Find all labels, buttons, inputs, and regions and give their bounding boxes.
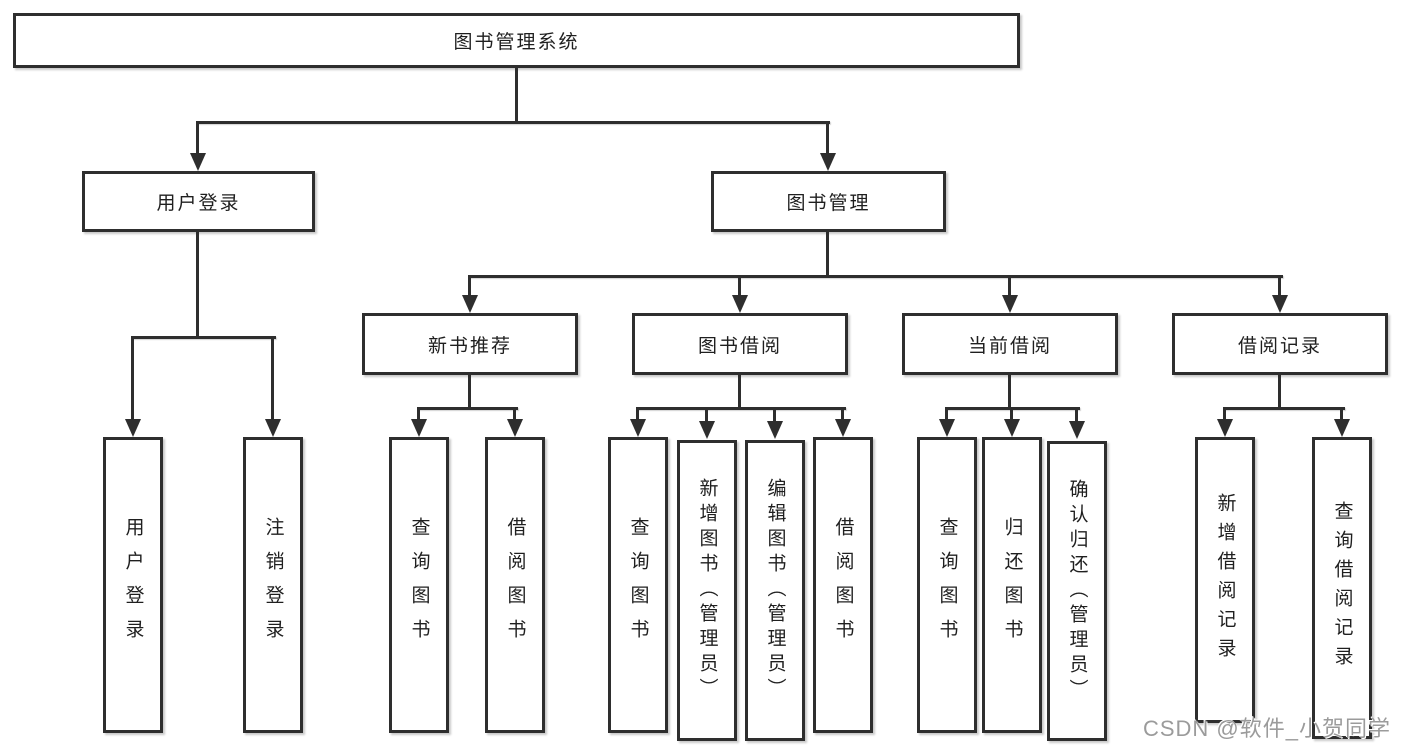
connector-line [1008,375,1011,410]
connector-line [636,407,846,410]
node-label: 用户登录 [122,517,144,653]
node-book-management: 图书管理 [711,171,946,232]
node-label: 新增借阅记录 [1214,493,1236,667]
connector-line [945,407,948,423]
arrow-down-icon [411,419,427,437]
arrow-down-icon [507,419,523,437]
arrow-down-icon [820,153,836,171]
node-new-book-recommend: 新书推荐 [362,313,578,375]
arrow-down-icon [1004,419,1020,437]
arrow-down-icon [1272,295,1288,313]
connector-line [1075,407,1078,423]
leaf-user-login: 用户登录 [103,437,163,733]
connector-line [417,407,518,410]
leaf-borrow-books-recommend: 借阅图书 [485,437,545,733]
connector-line [131,336,134,422]
connector-line [196,121,830,124]
connector-line [196,232,199,339]
node-user-login: 用户登录 [82,171,315,232]
node-label: 注销登录 [262,517,284,653]
connector-line [826,121,829,157]
arrow-down-icon [462,295,478,313]
connector-line [826,232,829,278]
connector-line [1278,275,1281,299]
connector-line [1278,375,1281,410]
node-label: 图书借阅 [697,335,782,357]
leaf-add-borrow-record: 新增借阅记录 [1195,437,1255,723]
arrow-down-icon [190,153,206,171]
node-label: 借阅图书 [504,517,526,653]
connector-line [705,407,708,423]
leaf-query-books-current: 查询图书 [917,437,977,733]
csdn-watermark: CSDN @软件_小贺同学 [1142,716,1391,741]
connector-line [468,275,1283,278]
leaf-query-books-borrowing: 查询图书 [608,437,668,733]
arrow-down-icon [699,421,715,439]
node-label: 图书管理系统 [453,32,580,53]
leaf-confirm-return-admin: 确认归还（管理员） [1047,441,1107,741]
arrow-down-icon [1217,419,1233,437]
connector-line [841,407,844,423]
node-label: 新增图书（管理员） [696,478,718,703]
leaf-add-books-admin: 新增图书（管理员） [677,440,737,741]
arrow-down-icon [732,295,748,313]
connector-line [636,407,639,423]
node-label: 用户登录 [156,193,241,214]
connector-line [271,336,274,422]
connector-line [1010,407,1013,423]
connector-line [1223,407,1226,423]
arrow-down-icon [265,419,281,437]
leaf-return-books: 归还图书 [982,437,1042,733]
node-label: 查询图书 [408,517,430,653]
arrow-down-icon [1334,419,1350,437]
node-label: 借阅记录 [1237,335,1322,357]
arrow-down-icon [1002,295,1018,313]
connector-line [1340,407,1343,423]
node-label: 图书管理 [786,193,871,214]
connector-line [1223,407,1345,410]
leaf-query-books-recommend: 查询图书 [389,437,449,733]
node-borrowing-records: 借阅记录 [1172,313,1388,375]
leaf-logout: 注销登录 [243,437,303,733]
node-label: 确认归还（管理员） [1066,478,1088,704]
node-current-borrowing: 当前借阅 [902,313,1118,375]
node-label: 查询图书 [627,517,649,653]
connector-line [513,407,516,423]
node-label: 归还图书 [1001,517,1023,653]
connector-line [1008,275,1011,299]
node-label: 编辑图书（管理员） [764,478,786,703]
connector-line [417,407,420,423]
arrow-down-icon [630,419,646,437]
connector-line [196,121,199,157]
arrow-down-icon [835,419,851,437]
node-label: 查询图书 [936,517,958,653]
leaf-edit-books-admin: 编辑图书（管理员） [745,440,805,741]
arrow-down-icon [125,419,141,437]
connector-line [515,68,518,124]
node-label: 借阅图书 [832,517,854,653]
leaf-borrow-books-borrowing: 借阅图书 [813,437,873,733]
connector-line [468,375,471,410]
connector-line [468,275,471,299]
node-label: 当前借阅 [967,335,1052,357]
connector-line [738,275,741,299]
arrow-down-icon [939,419,955,437]
node-label: 查询借阅记录 [1331,501,1353,675]
leaf-query-borrow-record: 查询借阅记录 [1312,437,1372,739]
connector-line [738,375,741,410]
arrow-down-icon [767,421,783,439]
node-book-borrowing: 图书借阅 [632,313,848,375]
node-library-management-system: 图书管理系统 [13,13,1020,68]
node-label: 新书推荐 [427,335,512,357]
arrow-down-icon [1069,421,1085,439]
connector-line [773,407,776,423]
connector-line [131,336,276,339]
